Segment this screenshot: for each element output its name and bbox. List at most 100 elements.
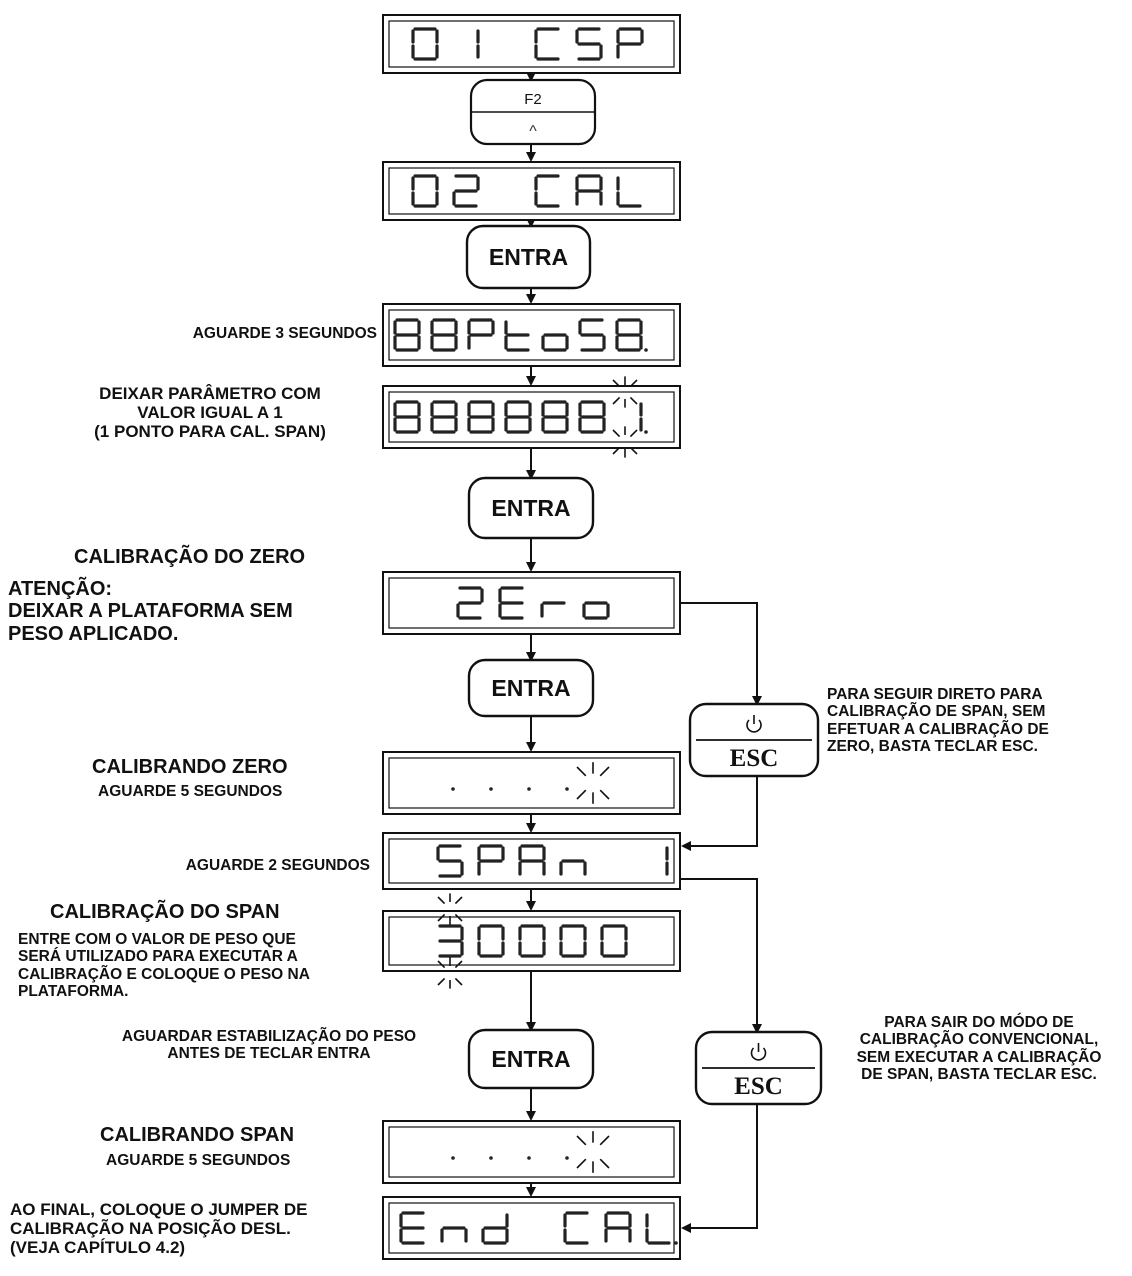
decimal-point bbox=[489, 787, 493, 791]
blink-ray bbox=[437, 960, 446, 969]
entra-key-body[interactable] bbox=[467, 476, 595, 540]
entra-key-body[interactable] bbox=[467, 658, 595, 718]
decimal-point bbox=[527, 1156, 531, 1160]
blink-ray bbox=[599, 1135, 610, 1146]
decimal-point bbox=[451, 1156, 455, 1160]
display-d6: . . . . bbox=[382, 751, 681, 815]
display-d3: 88PtoS8. bbox=[382, 303, 681, 367]
key-buttons: F2^ ENTRA ENTRA ENTRA ENTRA ESC ESC bbox=[465, 78, 823, 1106]
label-aguarde-2-segundos: AGUARDE 2 SEGUNDOS bbox=[186, 857, 370, 874]
display-d8: 30000 bbox=[382, 893, 681, 989]
label-calibrando-zero: CALIBRANDO ZERO bbox=[92, 756, 288, 778]
display-inner-frame bbox=[388, 1126, 675, 1178]
label-aguarde-3-segundos-line-1: AGUARDE 3 SEGUNDOS bbox=[192, 325, 377, 342]
power-icon-arc bbox=[750, 1047, 767, 1061]
blink-ray bbox=[454, 960, 463, 969]
label-sair-modo-line-2: CALIBRAÇÃO CONVENCIONAL, bbox=[859, 1031, 1099, 1049]
blink-ray bbox=[612, 396, 621, 405]
blink-ray bbox=[454, 913, 463, 922]
label-sair-modo-line-4: DE SPAN, BASTA TECLAR ESC. bbox=[861, 1066, 1097, 1084]
entra-key-body[interactable] bbox=[465, 224, 592, 290]
display-d10: End CAL. bbox=[382, 1196, 681, 1260]
display-frame bbox=[382, 571, 681, 635]
label-aguarde-5-segundos-span-line-1: AGUARDE 5 SEGUNDOS bbox=[106, 1152, 291, 1169]
display-inner-frame bbox=[388, 838, 675, 884]
blink-ray bbox=[629, 396, 638, 405]
blink-ray bbox=[576, 766, 587, 777]
label-atencao-line-2: DEIXAR A PLATAFORMA SEM bbox=[8, 600, 293, 623]
power-icon-arc bbox=[746, 719, 762, 733]
blink-ray bbox=[437, 977, 446, 986]
entra-key[interactable]: ENTRA bbox=[467, 476, 595, 540]
esc-key-label: ESC bbox=[730, 745, 779, 772]
decimal-point bbox=[489, 1156, 493, 1160]
label-calibracao-do-span: CALIBRAÇÃO DO SPAN bbox=[50, 901, 280, 923]
display-inner-frame bbox=[388, 20, 675, 68]
decimal-point bbox=[565, 1156, 569, 1160]
display-d5: ZEro bbox=[382, 571, 681, 635]
label-sair-modo-line-3: SEM EXECUTAR A CALIBRAÇÃO bbox=[856, 1048, 1102, 1066]
display-frame bbox=[382, 751, 681, 815]
label-ao-final-line-3: (VEJA CAPÍTULO 4.2) bbox=[10, 1238, 186, 1258]
display-inner-frame bbox=[388, 391, 675, 443]
entra-key[interactable]: ENTRA bbox=[465, 224, 592, 290]
label-calibrando-span-line-1: CALIBRANDO SPAN bbox=[100, 1124, 295, 1146]
label-entre-valor-line-4: PLATAFORMA. bbox=[18, 983, 129, 1001]
blink-ray bbox=[437, 913, 446, 922]
label-calibrando-zero-line-1: CALIBRANDO ZERO bbox=[92, 756, 288, 778]
blink-ray bbox=[576, 789, 587, 800]
label-aguarde-5-segundos-span: AGUARDE 5 SEGUNDOS bbox=[106, 1152, 290, 1169]
display-d4: 8888881. bbox=[382, 376, 681, 458]
label-calibracao-do-zero: CALIBRAÇÃO DO ZERO bbox=[74, 546, 305, 568]
display-inner-frame bbox=[388, 167, 675, 215]
esc-key[interactable]: ESC bbox=[694, 1030, 823, 1106]
bypass-arrow bbox=[681, 776, 758, 851]
bypass-arrow bbox=[680, 878, 762, 1034]
decimal-point bbox=[644, 348, 648, 352]
label-aguardar-estabilizacao-line-2: ANTES DE TECLAR ENTRA bbox=[167, 1045, 371, 1063]
label-aguardar-estabilizacao-line-1: AGUARDAR ESTABILIZAÇÃO DO PESO bbox=[121, 1028, 417, 1045]
flow-connectors bbox=[526, 72, 762, 1233]
entra-key-label: ENTRA bbox=[489, 244, 568, 270]
decimal-point bbox=[451, 787, 455, 791]
display-inner-frame bbox=[388, 309, 675, 361]
entra-key-label: ENTRA bbox=[491, 675, 570, 701]
blink-ray bbox=[599, 789, 610, 800]
decimal-point bbox=[565, 787, 569, 791]
bypass-arrow bbox=[680, 602, 762, 706]
label-atencao-line-1: ATENÇÃO: bbox=[8, 578, 113, 600]
display-frame bbox=[382, 910, 681, 972]
bypass-arrow bbox=[681, 1104, 758, 1233]
label-calibrando-span: CALIBRANDO SPAN bbox=[100, 1124, 294, 1146]
entra-key[interactable]: ENTRA bbox=[467, 658, 595, 718]
blink-ray bbox=[612, 379, 621, 388]
label-deixar-parametro-line-2: VALOR IGUAL A 1 bbox=[137, 403, 283, 423]
display-inner-frame bbox=[388, 916, 675, 966]
entra-key-body[interactable] bbox=[467, 1028, 595, 1090]
power-icon bbox=[746, 715, 762, 733]
label-aguarde-5-segundos-zero-line-1: AGUARDE 5 SEGUNDOS bbox=[98, 783, 283, 800]
blink-ray bbox=[576, 1135, 587, 1146]
display-frame bbox=[382, 161, 681, 221]
esc-key-label: ESC bbox=[734, 1073, 783, 1100]
decimal-point bbox=[644, 430, 648, 434]
label-ao-final-line-1: AO FINAL, COLOQUE O JUMPER DE bbox=[10, 1200, 308, 1219]
blink-ray bbox=[629, 429, 638, 438]
label-aguarde-2-segundos-line-1: AGUARDE 2 SEGUNDOS bbox=[185, 857, 370, 874]
power-icon bbox=[750, 1043, 767, 1061]
decimal-point bbox=[527, 787, 531, 791]
label-entre-valor-line-3: CALIBRAÇÃO E COLOQUE O PESO NA bbox=[18, 965, 310, 983]
label-deixar-parametro-line-3: (1 PONTO PARA CAL. SPAN) bbox=[94, 422, 326, 442]
f2-key[interactable]: F2^ bbox=[469, 78, 597, 146]
label-seguir-direto-line-1: PARA SEGUIR DIRETO PARA bbox=[827, 686, 1043, 703]
entra-key[interactable]: ENTRA bbox=[467, 1028, 595, 1090]
esc-key[interactable]: ESC bbox=[688, 702, 820, 778]
label-entre-valor-line-2: SERÁ UTILIZADO PARA EXECUTAR A bbox=[18, 948, 298, 966]
